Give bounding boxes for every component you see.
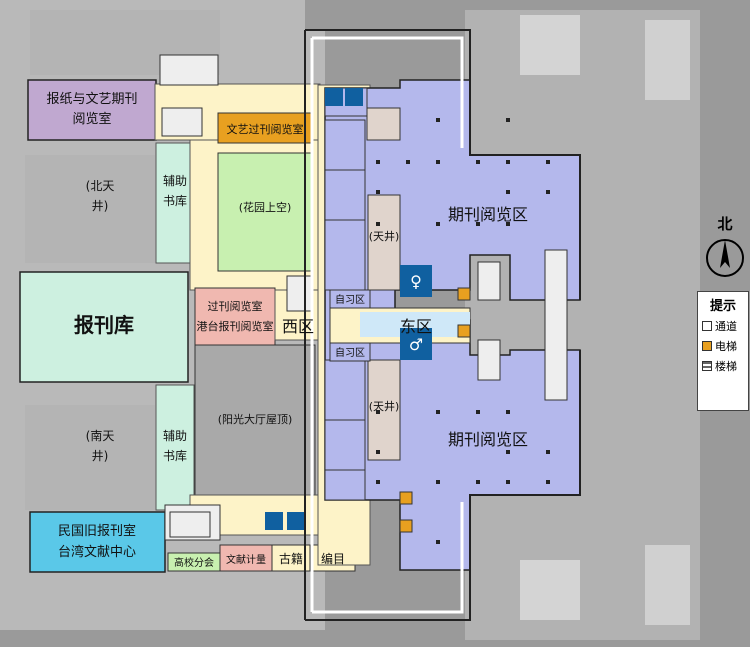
- label-ancient-books: 古籍: [279, 551, 303, 566]
- label-sunlight-hall: (阳光大厅屋顶): [218, 412, 293, 426]
- label-republic-old: 民国旧报刊室: [58, 523, 136, 539]
- elevator-swatch-icon: [702, 341, 712, 351]
- legend-label-stairs: 楼梯: [715, 360, 737, 373]
- restroom-south: [400, 328, 432, 360]
- label-cataloging: 编目: [321, 551, 345, 566]
- corridor-swatch-icon: [702, 321, 712, 331]
- label-west-zone: 西区: [282, 317, 314, 336]
- garden-above-area: [217, 152, 314, 272]
- label-taiwan-doc: 台湾文献中心: [58, 544, 136, 560]
- white-corridor-lines: [310, 36, 464, 614]
- label-hk-tw: 港台报刊阅览室: [197, 319, 274, 333]
- doc-measurement-room: [219, 544, 273, 572]
- ancient-books-room: [271, 544, 311, 572]
- elevator-icon-3: [399, 491, 413, 505]
- north-atrium-block: [25, 155, 155, 263]
- label-courtyard-north: (天井): [369, 229, 400, 243]
- label-aux-north-2: 书库: [163, 193, 187, 208]
- stairs-icon-e3: [544, 249, 568, 401]
- label-periodical-north: 期刊阅览区: [448, 205, 528, 224]
- label-doc-measurement: 文献计量: [226, 553, 266, 566]
- east-small-room-2: [324, 169, 366, 221]
- legend-label-elevator: 电梯: [715, 340, 737, 353]
- legend-title: 提示: [709, 299, 736, 314]
- ne-taupe-room: [366, 107, 401, 141]
- newspaper-stacks-room: [19, 271, 189, 383]
- label-north-atrium-2: 井): [92, 199, 109, 213]
- south-courtyard: [367, 359, 401, 461]
- restroom-sw-1: [265, 512, 283, 530]
- legend-item-corridor: 通道: [702, 318, 748, 334]
- restroom-south-icon: ♂: [409, 335, 423, 354]
- label-university-branch: 高校分会: [174, 556, 214, 569]
- south-atrium-block: [25, 405, 155, 510]
- label-self-study-south: 自习区: [335, 346, 365, 359]
- east-small-room-6: [324, 469, 366, 501]
- label-aux-south-2: 书库: [163, 448, 187, 463]
- label-south-atrium-2: 井): [92, 449, 109, 463]
- elevator-icon-1: [457, 287, 471, 301]
- east-small-room-4: [324, 359, 366, 421]
- stairs-icon-sw: [169, 511, 211, 538]
- label-back-issue: 过刊阅览室: [208, 299, 263, 313]
- elevator-icon-4: [399, 519, 413, 533]
- label-east-zone: 东区: [400, 317, 432, 336]
- republic-old-newspaper-room: [29, 511, 166, 573]
- aux-stacks-north-room: [155, 142, 195, 264]
- label-aux-south-1: 辅助: [163, 429, 187, 443]
- east-small-room-1: [324, 119, 366, 171]
- legend-panel: 提示 通道 电梯 楼梯: [697, 291, 749, 411]
- restroom-ne-2: [345, 88, 363, 106]
- elevator-icon-2: [457, 324, 471, 338]
- compass-label: 北: [717, 215, 733, 233]
- sunlight-hall-roof-area: [194, 344, 316, 496]
- legend-label-corridor: 通道: [715, 320, 737, 333]
- ne-tower-base: [520, 15, 580, 75]
- stairs-icon-w: [286, 275, 312, 312]
- ne-stair-block: [645, 20, 690, 100]
- label-garden-above: (花园上空): [239, 200, 292, 214]
- compass: 北: [704, 213, 746, 283]
- newspaper-lit-reading-room: [27, 79, 157, 141]
- north-entry-porch: [159, 54, 219, 86]
- label-periodical-south: 期刊阅览区: [448, 430, 528, 449]
- label-self-study-north: 自习区: [335, 293, 365, 306]
- stairs-icon-e1: [477, 261, 501, 301]
- stairs-icon-e2: [477, 339, 501, 381]
- label-aux-north-1: 辅助: [163, 174, 187, 188]
- label-newspaper-lit-line2: 阅览室: [72, 111, 111, 127]
- label-newspaper-lit-line1: 报纸与文艺期刊: [46, 92, 137, 107]
- label-south-atrium-1: (南天: [86, 428, 115, 443]
- restroom-sw-2: [287, 512, 305, 530]
- restroom-north-icon: ♀: [410, 272, 422, 291]
- se-stair-block: [645, 545, 690, 625]
- legend-item-elevator: 电梯: [702, 338, 748, 354]
- column-dots: [376, 118, 550, 544]
- east-small-room-3: [324, 219, 366, 291]
- label-lit-back-issue: 文艺过刊阅览室: [227, 122, 304, 136]
- east-small-room-5: [324, 419, 366, 471]
- label-courtyard-south: (天井): [369, 399, 400, 413]
- compass-arrow-icon: [706, 239, 744, 277]
- north-courtyard: [367, 194, 401, 291]
- restroom-ne-1: [325, 88, 343, 106]
- stairs-icon-nw: [161, 107, 203, 137]
- label-north-atrium-1: (北天: [86, 179, 115, 193]
- se-tower-base: [520, 560, 580, 620]
- label-newspaper-stacks: 报刊库: [74, 313, 134, 337]
- legend-item-stairs: 楼梯: [702, 358, 748, 374]
- restroom-north: [400, 265, 432, 297]
- outer-wall-lines: [304, 29, 581, 621]
- stairs-swatch-icon: [702, 361, 712, 371]
- back-issue-reading-room: [194, 287, 276, 346]
- aux-stacks-south-room: [155, 384, 195, 511]
